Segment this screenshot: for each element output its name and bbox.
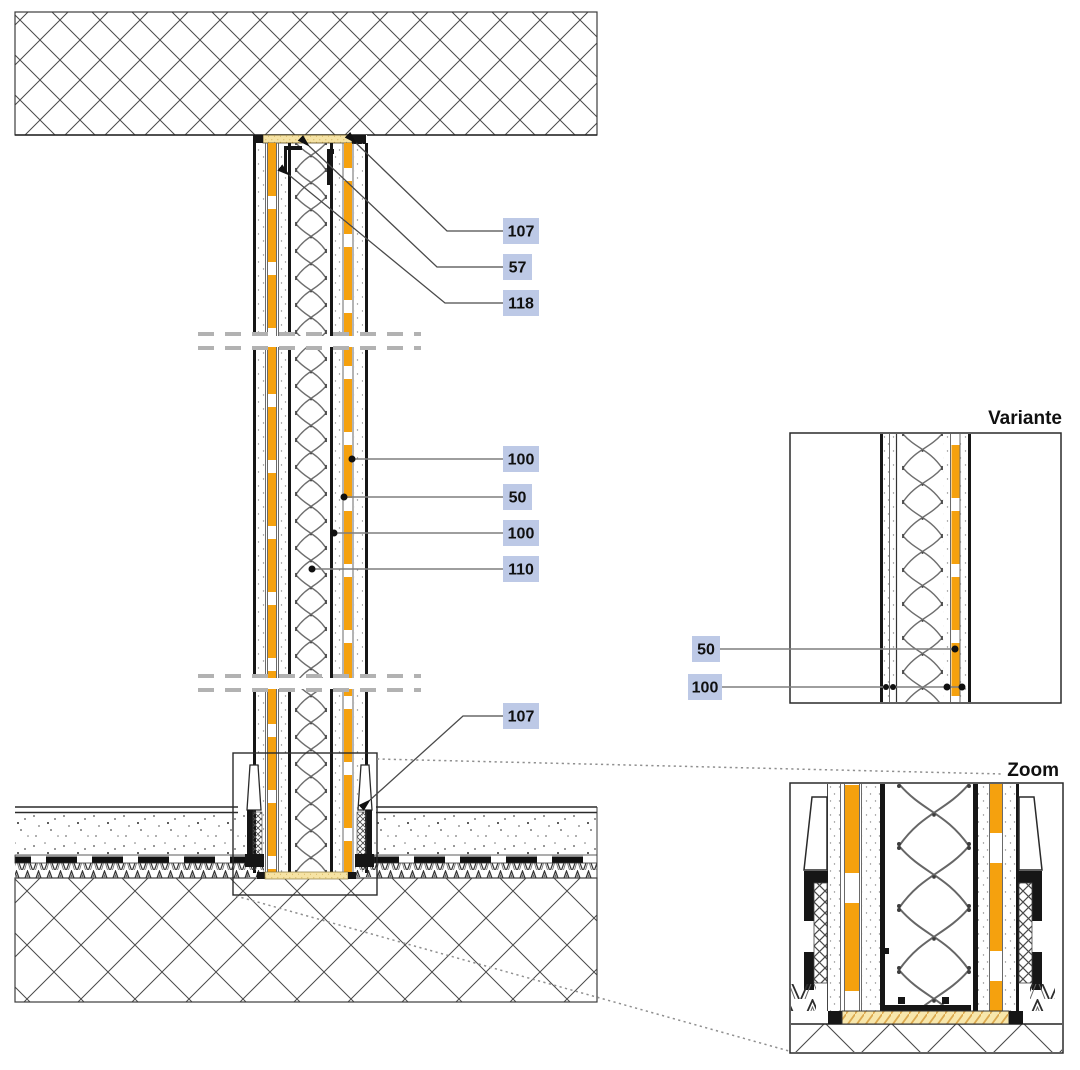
batten-layer-left [268, 143, 276, 873]
zoom-title: Zoom [1007, 760, 1059, 781]
detail-callout-box [232, 752, 378, 896]
dim-label-text: 50 [509, 490, 527, 507]
edge-strip-right [356, 811, 367, 857]
impact-insulation-layer [15, 863, 248, 878]
dim-label-variante-100: 100 [688, 674, 722, 700]
zoom-skirting-right [1018, 796, 1043, 871]
dim-label-118: 118 [503, 290, 539, 316]
dim-label-text: 100 [508, 526, 535, 543]
wall-base-junction [245, 764, 374, 880]
variante-leaders [720, 645, 966, 691]
dim-label-variante-50: 50 [692, 636, 720, 662]
wall-top-plate [262, 134, 353, 144]
batten-layer-right [344, 143, 352, 873]
dim-label-text: 107 [508, 224, 535, 241]
variante-title: Variante [988, 408, 1062, 429]
skirting-right [357, 764, 373, 811]
dim-label-text: 107 [508, 709, 535, 726]
callout-connector-top [376, 758, 1004, 775]
zoom-skirting-left [803, 796, 828, 871]
dimension-leaders-main [277, 131, 503, 811]
dim-label-text: 100 [508, 452, 535, 469]
zoom-edge-strip-right [1018, 882, 1033, 984]
edge-strip-left [252, 811, 263, 857]
ceiling-slab [14, 11, 598, 136]
dim-label-text: 110 [508, 562, 534, 579]
skirting-left [246, 764, 262, 811]
variante-section: Variante 50 100 [688, 408, 1062, 704]
dim-label-110: 110 [503, 556, 539, 582]
dim-label-107-top: 107 [503, 218, 539, 244]
dim-label-text: 100 [692, 680, 719, 697]
cavity-insulation [295, 143, 327, 873]
dim-label-100-a: 100 [503, 446, 539, 472]
separation-layer [14, 854, 247, 864]
section-break-upper [198, 332, 421, 350]
dim-label-50: 50 [503, 484, 532, 510]
callout-connector-bottom [235, 895, 790, 1052]
dim-label-text: 57 [509, 260, 527, 277]
zoom-content [791, 784, 1062, 1052]
zoom-sill-plate [841, 1010, 1010, 1025]
variante-wall [880, 434, 971, 702]
dim-label-100-b: 100 [503, 520, 539, 546]
dim-label-57: 57 [503, 254, 532, 280]
wall-sill-plate [264, 871, 349, 880]
zoom-edge-strip-left [813, 882, 828, 984]
dim-label-107-base: 107 [503, 703, 539, 729]
wall-section [253, 134, 368, 873]
floor-slab [14, 877, 598, 1003]
floor-assembly-left [14, 806, 248, 878]
section-break-lower [198, 674, 421, 692]
dim-label-text: 118 [508, 296, 534, 313]
screed-layer [15, 814, 246, 855]
zoom-section: Zoom [789, 760, 1064, 1054]
dim-label-text: 50 [697, 642, 715, 659]
floor-assembly-right [372, 806, 598, 1002]
